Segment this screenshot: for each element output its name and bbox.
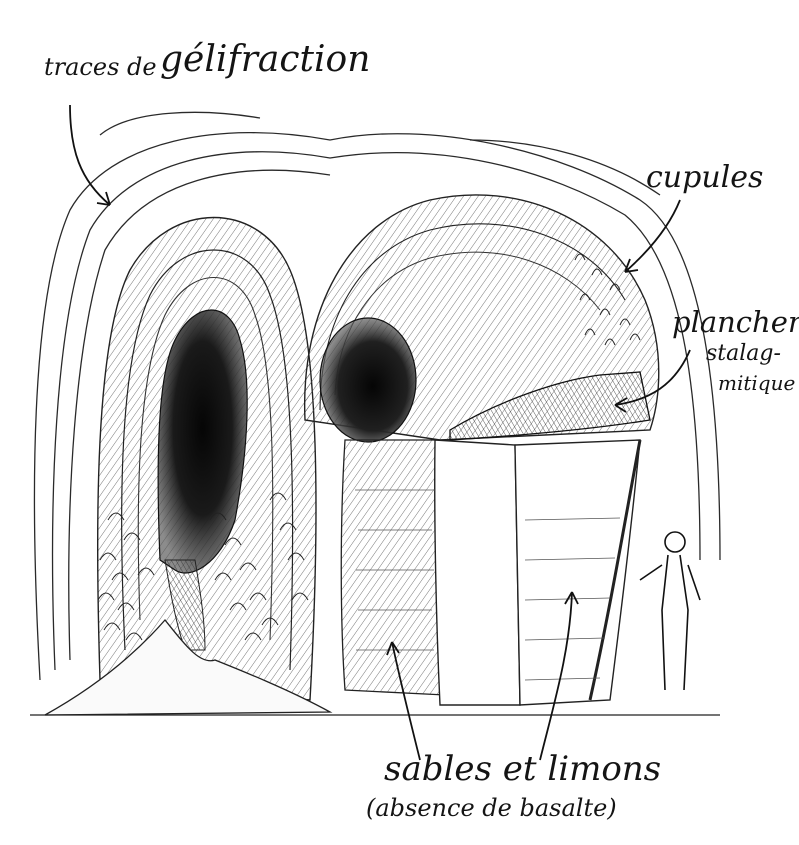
label-plancher: plancher (672, 308, 799, 337)
human-figure-scale (640, 532, 700, 690)
label-stalag: stalag- (706, 343, 781, 365)
label-absence-basalte: (absence de basalte) (366, 796, 617, 820)
sand-silt-blocks (435, 440, 640, 705)
label-sables-limons: sables et limons (384, 752, 661, 786)
label-cupules: cupules (646, 163, 763, 193)
arrow-gelifraction (70, 105, 110, 205)
label-mitique: mitique (718, 373, 795, 393)
label-gelifraction-main: gélifraction (160, 42, 370, 78)
label-gelifraction-prefix: traces de (44, 55, 157, 79)
central-pillar (341, 440, 445, 695)
left-chimney (98, 218, 316, 701)
